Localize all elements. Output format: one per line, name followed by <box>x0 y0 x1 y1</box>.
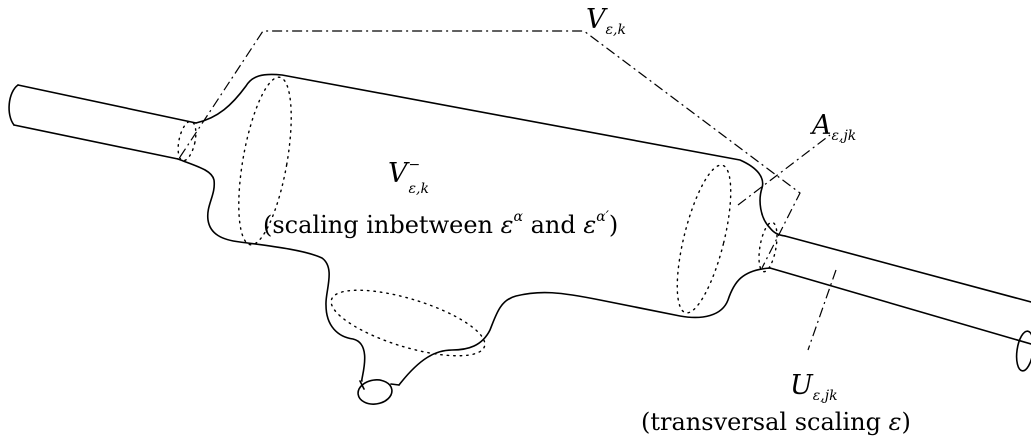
outlet-end-cap <box>357 379 393 405</box>
main-body-bottom-right <box>398 267 771 386</box>
right-tube-end-cap <box>1015 330 1031 372</box>
right-tube-cross-section <box>758 221 778 273</box>
outlet-tube <box>359 380 400 390</box>
label-a-eps-jk: Aε,jk <box>812 110 857 144</box>
right-body-cross-section <box>676 164 732 314</box>
label-scaling-inbetween: (scaling inbetween εα and εα′) <box>263 209 619 239</box>
label-transversal-scaling: (transversal scaling ε) <box>641 408 911 436</box>
left-tube-upper-edge <box>17 84 197 124</box>
label-u-eps-jk: Uε,jk <box>790 370 838 404</box>
u-eps-jk-pointer <box>807 269 837 351</box>
a-eps-jk-pointer <box>737 134 831 206</box>
right-tube-lower-edge <box>769 267 1031 345</box>
bottom-outlet-cross-section <box>330 289 486 357</box>
right-tube-upper-edge <box>784 235 1031 303</box>
left-tube-lower-edge <box>13 124 179 160</box>
label-v-minus-eps-k: V−ε,k <box>388 157 429 197</box>
left-tube-end-cap <box>8 84 19 126</box>
v-eps-k-dashdot-region <box>179 30 801 269</box>
label-v-eps-k: Vε,k <box>586 4 626 38</box>
left-body-cross-section <box>238 76 292 246</box>
left-tube-cross-section <box>177 120 197 162</box>
main-body-bottom-outline <box>177 158 366 382</box>
main-body-top-outline <box>195 73 786 237</box>
